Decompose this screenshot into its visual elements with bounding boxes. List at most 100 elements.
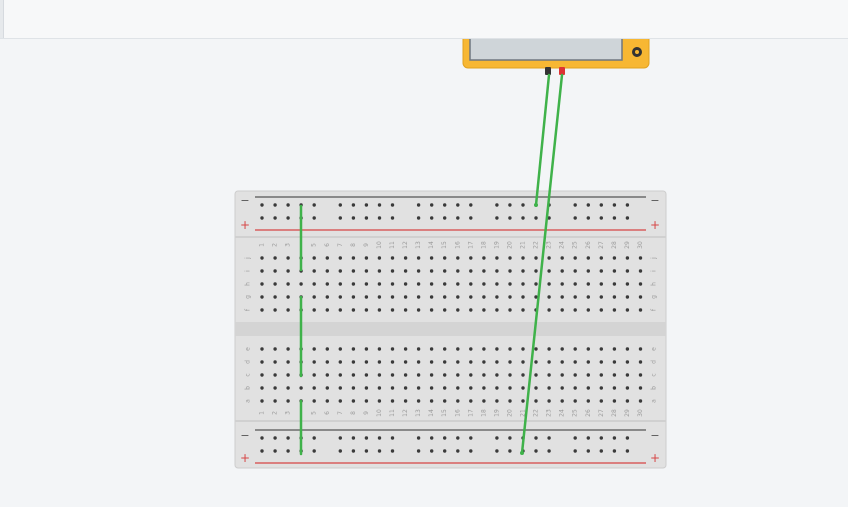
grid-hole-h[interactable] [338, 282, 342, 286]
rail-hole[interactable] [312, 203, 316, 207]
grid-hole-e[interactable] [469, 347, 473, 351]
rail-hole[interactable] [364, 449, 369, 453]
grid-hole-g[interactable] [547, 295, 551, 299]
grid-hole-a[interactable] [508, 399, 512, 403]
rail-hole[interactable] [469, 449, 473, 453]
rail-hole[interactable] [416, 216, 421, 220]
rail-hole[interactable] [364, 216, 369, 220]
grid-hole-h[interactable] [429, 282, 434, 286]
rail-hole[interactable] [456, 436, 460, 440]
grid-hole-j[interactable] [625, 256, 630, 260]
grid-hole-i[interactable] [508, 269, 512, 273]
rail-hole[interactable] [469, 216, 473, 220]
rail-hole[interactable] [469, 436, 473, 440]
grid-hole-g[interactable] [403, 295, 408, 299]
grid-hole-f[interactable] [573, 308, 577, 312]
grid-hole-f[interactable] [312, 308, 316, 312]
grid-hole-c[interactable] [325, 373, 329, 377]
grid-hole-b[interactable] [443, 386, 447, 390]
grid-hole-f[interactable] [456, 308, 460, 312]
grid-hole-e[interactable] [377, 347, 382, 351]
grid-hole-f[interactable] [560, 308, 564, 312]
breadboard[interactable]: − + − + − + − + 112233556677889910101111… [234, 190, 667, 469]
grid-hole-e[interactable] [273, 347, 277, 351]
rail-hole[interactable] [430, 436, 434, 440]
rail-hole[interactable] [443, 449, 447, 453]
grid-hole-g[interactable] [416, 295, 421, 299]
grid-hole-d[interactable] [560, 360, 564, 364]
grid-hole-a[interactable] [547, 399, 551, 403]
grid-hole-h[interactable] [377, 282, 382, 286]
grid-hole-e[interactable] [599, 347, 603, 351]
probe-red-connector[interactable] [559, 67, 565, 75]
grid-hole-f[interactable] [443, 308, 447, 312]
grid-hole-c[interactable] [429, 373, 434, 377]
grid-hole-e[interactable] [560, 347, 564, 351]
grid-hole-h[interactable] [273, 282, 277, 286]
grid-hole-b[interactable] [325, 386, 329, 390]
rail-hole[interactable] [469, 203, 473, 207]
probe-black-tip[interactable] [534, 203, 538, 207]
grid-hole-g[interactable] [482, 295, 486, 299]
grid-hole-j[interactable] [638, 256, 643, 260]
grid-hole-a[interactable] [482, 399, 486, 403]
grid-hole-f[interactable] [416, 308, 421, 312]
grid-hole-g[interactable] [286, 295, 290, 299]
grid-hole-d[interactable] [469, 360, 473, 364]
grid-hole-e[interactable] [638, 347, 643, 351]
grid-hole-g[interactable] [364, 295, 369, 299]
grid-hole-d[interactable] [586, 360, 590, 364]
grid-hole-b[interactable] [586, 386, 590, 390]
grid-hole-j[interactable] [416, 256, 421, 260]
grid-hole-j[interactable] [521, 256, 525, 260]
grid-hole-j[interactable] [325, 256, 329, 260]
rail-hole[interactable] [390, 203, 395, 207]
rail-hole[interactable] [573, 449, 577, 453]
grid-hole-e[interactable] [416, 347, 421, 351]
grid-hole-b[interactable] [625, 386, 630, 390]
grid-hole-b[interactable] [338, 386, 342, 390]
grid-hole-h[interactable] [325, 282, 329, 286]
grid-hole-a[interactable] [260, 399, 264, 403]
grid-hole-e[interactable] [286, 347, 290, 351]
rail-hole[interactable] [573, 436, 577, 440]
grid-hole-e[interactable] [364, 347, 369, 351]
grid-hole-d[interactable] [599, 360, 603, 364]
grid-hole-b[interactable] [599, 386, 603, 390]
grid-hole-a[interactable] [599, 399, 603, 403]
grid-hole-j[interactable] [351, 256, 356, 260]
grid-hole-d[interactable] [338, 360, 342, 364]
grid-hole-b[interactable] [351, 386, 356, 390]
breadboard-holes[interactable] [260, 203, 643, 453]
grid-hole-g[interactable] [273, 295, 277, 299]
grid-hole-c[interactable] [508, 373, 512, 377]
grid-hole-h[interactable] [495, 282, 499, 286]
rail-hole[interactable] [260, 449, 264, 453]
rail-hole[interactable] [260, 216, 264, 220]
rail-hole[interactable] [508, 203, 512, 207]
grid-hole-j[interactable] [443, 256, 447, 260]
grid-hole-b[interactable] [521, 386, 525, 390]
grid-hole-f[interactable] [586, 308, 590, 312]
rail-hole[interactable] [495, 216, 499, 220]
grid-hole-d[interactable] [482, 360, 486, 364]
grid-hole-b[interactable] [638, 386, 643, 390]
grid-hole-b[interactable] [390, 386, 395, 390]
grid-hole-f[interactable] [364, 308, 369, 312]
grid-hole-h[interactable] [599, 282, 603, 286]
rail-hole[interactable] [430, 203, 434, 207]
rail-hole[interactable] [273, 436, 277, 440]
grid-hole-g[interactable] [338, 295, 342, 299]
grid-hole-i[interactable] [338, 269, 342, 273]
rail-hole[interactable] [312, 436, 316, 440]
grid-hole-h[interactable] [586, 282, 590, 286]
grid-hole-f[interactable] [469, 308, 473, 312]
rail-hole[interactable] [351, 436, 356, 440]
grid-hole-c[interactable] [586, 373, 590, 377]
rail-hole[interactable] [508, 216, 512, 220]
grid-hole-g[interactable] [377, 295, 382, 299]
grid-hole-c[interactable] [638, 373, 643, 377]
rail-hole[interactable] [351, 449, 356, 453]
grid-hole-i[interactable] [377, 269, 382, 273]
grid-hole-e[interactable] [325, 347, 329, 351]
